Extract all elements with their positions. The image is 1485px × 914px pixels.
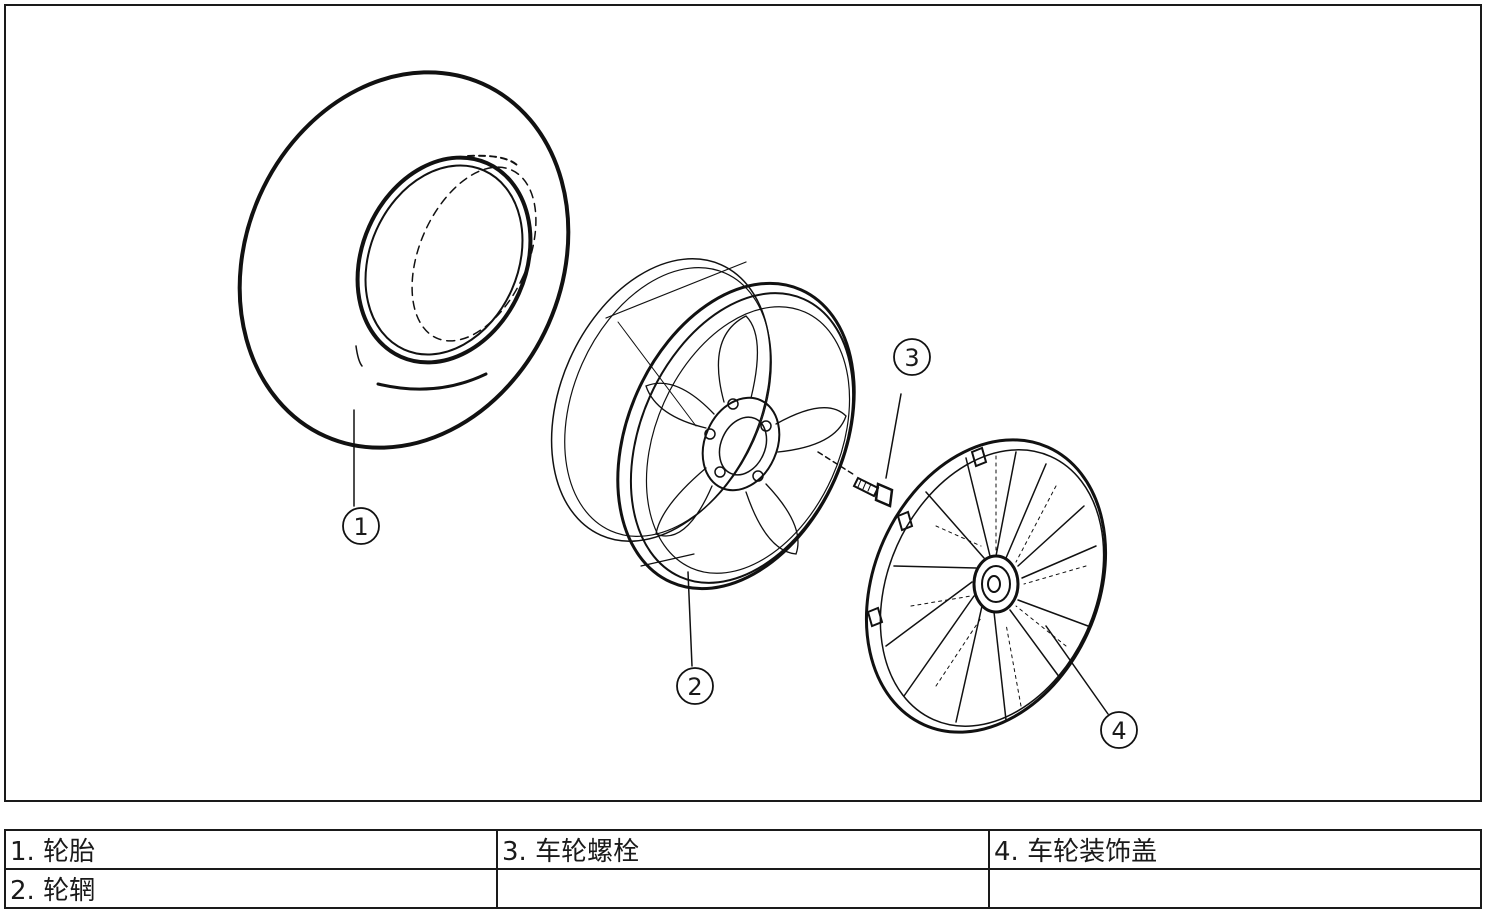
legend-cell-empty — [988, 868, 1482, 909]
callout-number-1: 1 — [353, 513, 368, 541]
tire-drawing — [237, 70, 571, 450]
callout-number-3: 3 — [904, 344, 919, 372]
callout-circle-3 — [893, 338, 931, 376]
legend-cell-empty — [496, 868, 990, 909]
parts-legend-table: 1. 轮胎 3. 车轮螺栓 4. 车轮装饰盖 2. 轮辋 — [4, 829, 1482, 909]
exploded-wheel-diagram: 1 2 3 4 — [4, 4, 1482, 802]
leader-lines — [353, 393, 1109, 715]
legend-cell-tire: 1. 轮胎 — [4, 829, 498, 870]
rim-drawing — [550, 258, 857, 591]
callout-number-4: 4 — [1111, 717, 1126, 745]
diagram-canvas: 1 2 3 4 — [237, 70, 1138, 749]
legend-row: 2. 轮辋 — [4, 868, 1482, 909]
legend-cell-rim: 2. 轮辋 — [4, 868, 498, 909]
legend-cell-wheel-cover: 4. 车轮装饰盖 — [988, 829, 1482, 870]
wheel-cover-drawing — [864, 438, 1108, 734]
bolt-drawing — [852, 476, 894, 508]
legend-cell-wheel-bolt: 3. 车轮螺栓 — [496, 829, 990, 870]
callout-number-2: 2 — [687, 673, 702, 701]
callout-circle-4 — [1100, 711, 1138, 749]
callout-circle-2 — [676, 667, 714, 705]
callout-circle-1 — [342, 507, 380, 545]
legend-row: 1. 轮胎 3. 车轮螺栓 4. 车轮装饰盖 — [4, 829, 1482, 870]
